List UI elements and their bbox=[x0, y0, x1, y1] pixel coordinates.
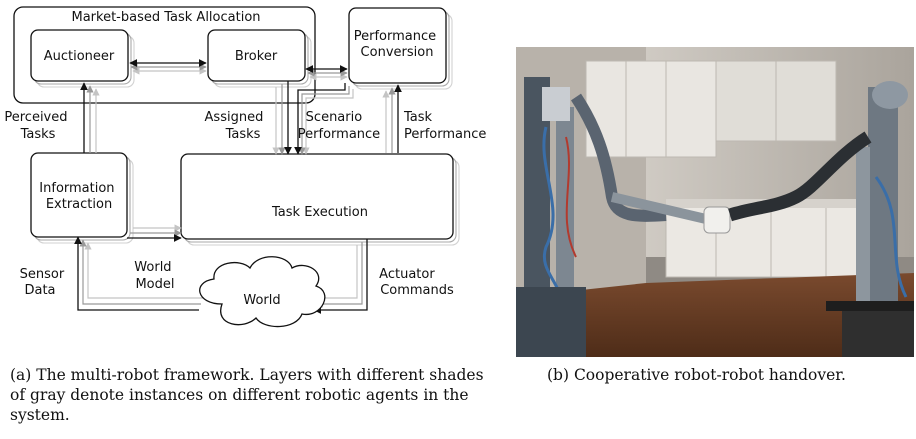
performance-conversion-label: Performance Conversion bbox=[354, 29, 441, 60]
market-allocation-group bbox=[13, 6, 316, 104]
world-model-label: World Model bbox=[134, 260, 175, 292]
performance-conversion-box: Performance Conversion bbox=[348, 7, 453, 90]
task-execution-box: Task Execution bbox=[180, 153, 460, 246]
broker-label: Broker bbox=[235, 49, 278, 64]
information-extraction-label: Information Extraction bbox=[39, 181, 118, 212]
robot-handover-photo bbox=[516, 47, 914, 357]
caption-b: (b) Cooperative robot-robot handover. bbox=[547, 366, 846, 384]
broker-performance-arrows bbox=[305, 65, 348, 81]
task-execution-label: Task Execution bbox=[271, 205, 368, 220]
information-extraction-box: Information Extraction bbox=[30, 152, 134, 244]
world-label: World bbox=[243, 293, 280, 308]
auctioneer-label: Auctioneer bbox=[44, 49, 115, 64]
task-performance-arrows bbox=[382, 84, 402, 153]
broker-box: Broker bbox=[207, 29, 312, 88]
market-allocation-title: Market-based Task Allocation bbox=[71, 10, 260, 25]
auctioneer-box: Auctioneer bbox=[30, 29, 135, 88]
sensor-data-label: Sensor Data bbox=[20, 267, 69, 298]
world-cloud: World bbox=[199, 256, 326, 328]
framework-diagram: Market-based Task Allocation Auctioneer … bbox=[4, 6, 486, 328]
assigned-tasks-arrows bbox=[272, 81, 292, 155]
actuator-commands-label: Actuator Commands bbox=[379, 267, 454, 298]
world-model-arrows bbox=[127, 224, 182, 242]
perceived-tasks-arrows bbox=[80, 82, 100, 153]
scenario-performance-arrows bbox=[294, 83, 354, 155]
scenario-performance-label: Scenario Performance bbox=[298, 110, 380, 142]
caption-a: (a) The multi-robot framework. Layers wi… bbox=[10, 366, 484, 424]
task-performance-label: Task Performance bbox=[403, 110, 486, 142]
sensor-data-arrows bbox=[74, 236, 203, 311]
actuator-commands-arrows bbox=[313, 239, 368, 314]
perceived-tasks-label: Perceived Tasks bbox=[4, 110, 71, 142]
auctioneer-broker-arrows bbox=[129, 59, 207, 75]
assigned-tasks-label: Assigned Tasks bbox=[205, 110, 268, 142]
